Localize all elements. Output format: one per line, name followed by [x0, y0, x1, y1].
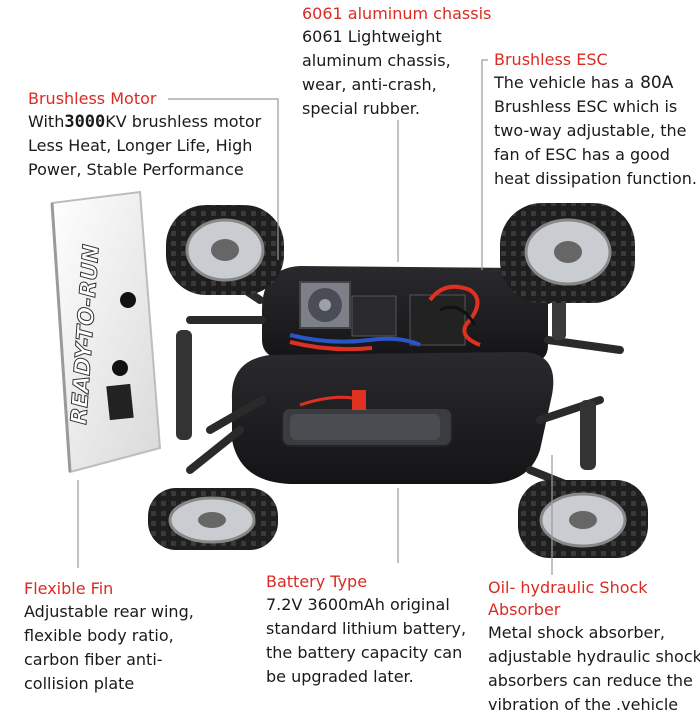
fin-line: carbon fiber anti- — [24, 650, 163, 669]
fin-line: flexible body ratio, — [24, 626, 174, 645]
esc-line: fan of ESC has a good — [494, 145, 670, 164]
motor-line-1-prefix: With — [28, 112, 65, 131]
motor-line-1: With3000KV brushless motor — [28, 110, 261, 134]
esc-line: heat dissipation function. — [494, 169, 698, 188]
esc-line: two-way adjustable, the — [494, 121, 687, 140]
motor-line: Power, Stable Performance — [28, 160, 244, 179]
wheel-rear-bottom — [148, 488, 278, 550]
motor-line-1-suffix: KV brushless motor — [105, 112, 262, 131]
battery-line: be upgraded later. — [266, 667, 414, 686]
wheel-front-top — [500, 203, 635, 303]
fin-line: collision plate — [24, 674, 135, 693]
battery-pack — [281, 390, 453, 447]
battery-title: Battery Type — [266, 572, 368, 591]
callout-brushless-motor: Brushless Motor With3000KV brushless mot… — [28, 88, 261, 182]
esc-line: Brushless ESC which is — [494, 97, 678, 116]
battery-line: standard lithium battery, — [266, 619, 467, 638]
battery-line: 7.2V 3600mAh original — [266, 595, 450, 614]
fin-line: Adjustable rear wing, — [24, 602, 194, 621]
shock-line: absorbers can reduce the — [488, 671, 693, 690]
esc-amperage: 80A — [640, 73, 674, 93]
motor-title: Brushless Motor — [28, 89, 157, 108]
fin-title: Flexible Fin — [24, 579, 114, 598]
chassis-line: aluminum chassis, — [302, 51, 451, 70]
battery-line: the battery capacity can — [266, 643, 463, 662]
wheel-front-bottom — [518, 480, 648, 558]
shock-line: vibration of the .vehicle — [488, 695, 679, 714]
shock-line: adjustable hydraulic shock — [488, 647, 700, 666]
rear-wing: READY-TO-RUN — [50, 190, 162, 474]
esc-wires — [289, 284, 481, 352]
callout-flexible-fin: Flexible Fin Adjustable rear wing, flexi… — [24, 578, 194, 696]
chassis-line: 6061 Lightweight — [302, 27, 442, 46]
chassis-title: 6061 aluminum chassis — [302, 4, 492, 23]
esc-line-1-prefix: The vehicle has a — [494, 73, 635, 92]
chassis-line: special rubber. — [302, 99, 420, 118]
chassis-line: wear, anti-crash, — [302, 75, 437, 94]
callout-battery-type: Battery Type 7.2V 3600mAh original stand… — [266, 571, 466, 689]
shock-title-line-1: Oil- hydraulic Shock — [488, 578, 648, 597]
motor-line: Less Heat, Longer Life, High — [28, 136, 253, 155]
wheel-rear-top — [166, 205, 284, 295]
shock-line: Metal shock absorber, — [488, 623, 665, 642]
motor-kv-value: 3000 — [64, 112, 106, 132]
callout-brushless-esc: Brushless ESC The vehicle has a 80A Brush… — [494, 49, 697, 191]
cooling-fan — [299, 281, 466, 346]
esc-title: Brushless ESC — [494, 50, 608, 69]
callout-hydraulic-shock: Oil- hydraulic Shock Absorber Metal shoc… — [488, 577, 700, 717]
esc-line-1: The vehicle has a 80A — [494, 71, 697, 95]
callout-chassis: 6061 aluminum chassis 6061 Lightweight a… — [302, 3, 491, 121]
shock-title-line-2: Absorber — [488, 600, 561, 619]
